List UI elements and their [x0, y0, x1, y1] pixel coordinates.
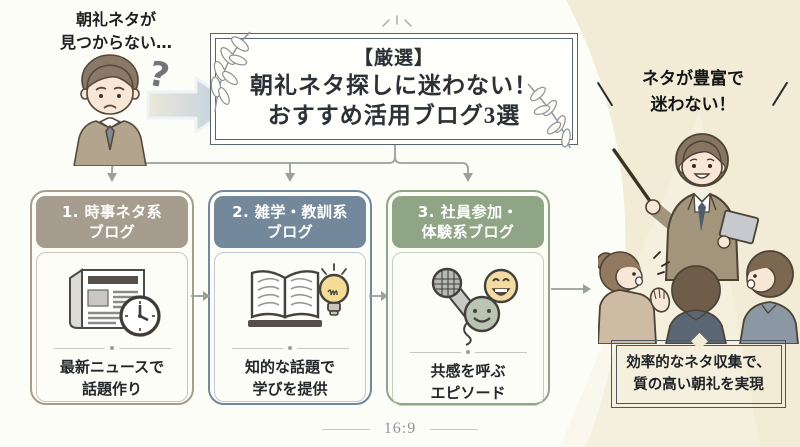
divider [231, 346, 349, 350]
column2-caption-line2: 学びを提供 [252, 379, 328, 398]
column2-caption-line1: 知的な話題で [244, 358, 335, 376]
leaf-branch-icon [527, 83, 571, 149]
title-line1: 【厳選】 [353, 47, 434, 69]
column2-body: 知的な話題で 学びを提供 [214, 252, 366, 402]
ratio-divider-left [321, 428, 370, 430]
problem-line2: 見つからない… [59, 33, 172, 53]
ratio-text: 16:9 [383, 420, 417, 437]
arrow-col3-result-icon [551, 284, 591, 294]
book-lightbulb-icon [248, 263, 350, 327]
title-box: 【厳選】 朝礼ネタ探しに迷わない！ おすすめ活用ブログ3選 [210, 33, 578, 145]
result-message-box: 効率的なネタ収集で、 質の高い朝礼を実現 [611, 331, 786, 408]
column3-caption-line1: 共感を呼ぶ [430, 362, 506, 380]
aspect-ratio-label: 16:9 [0, 420, 800, 438]
column1-header-line1: 1. 時事ネタ系 [61, 202, 163, 221]
column1-header-line2: ブログ [88, 223, 136, 241]
column3-caption-line2: エピソード [430, 383, 506, 402]
problem-label: 朝礼ネタが 見つからない… [28, 8, 204, 54]
result-message-line1: 効率的なネタ収集で、 [626, 354, 771, 371]
column3-header-line2: 体験系ブログ [421, 223, 515, 241]
divider [53, 346, 171, 350]
column1-header: 1. 時事ネタ系 ブログ [36, 196, 188, 248]
column2-header-line1: 2. 雑学・教訓系 [232, 202, 348, 221]
result-message-line2: 質の高い朝礼を実現 [633, 377, 764, 393]
problem-line1: 朝礼ネタが [75, 10, 156, 29]
result-bubble-line2: 迷わない！ [650, 95, 736, 116]
column1-body: 最新ニュースで 話題作り [36, 252, 188, 402]
result-bubble: ネタが豊富で 迷わない！ [612, 66, 774, 119]
branch-connector [107, 145, 473, 182]
column3-body: 共感を呼ぶ エピソード [392, 252, 544, 406]
title-line2: 朝礼ネタ探しに迷わない！ [250, 73, 538, 99]
column-trivia-blog: 2. 雑学・教訓系 ブログ [208, 190, 372, 405]
column2-header: 2. 雑学・教訓系 ブログ [214, 196, 366, 248]
column1-caption: 最新ニュースで 話題作り [60, 357, 164, 401]
column1-caption-line2: 話題作り [81, 379, 142, 398]
title-line3: おすすめ活用ブログ3選 [267, 103, 521, 129]
column1-caption-line1: 最新ニュースで [59, 358, 165, 376]
ratio-divider-right [430, 428, 479, 430]
column3-caption: 共感を呼ぶ エピソード [430, 361, 505, 405]
column-experience-blog: 3. 社員参加・ 体験系ブログ [386, 190, 550, 406]
worried-man-illustration: ? [73, 54, 173, 166]
arrow-col1-col2-icon [191, 291, 210, 301]
result-bubble-line1: ネタが豊富で [642, 69, 744, 89]
microphone-smileys-icon [431, 267, 519, 346]
newspaper-clock-icon [69, 268, 161, 337]
column-news-blog: 1. 時事ネタ系 ブログ [30, 190, 194, 405]
sparkle-icon [382, 15, 412, 27]
divider [409, 350, 527, 354]
leaf-branch-icon [210, 31, 251, 113]
column3-header-line1: 3. 社員参加・ [417, 202, 519, 221]
presenter-audience-illustration [598, 133, 799, 344]
column3-header: 3. 社員参加・ 体験系ブログ [392, 196, 544, 248]
column2-caption: 知的な話題で 学びを提供 [245, 357, 335, 401]
column2-header-line2: ブログ [266, 223, 314, 241]
arrow-col2-col3-icon [369, 291, 388, 301]
